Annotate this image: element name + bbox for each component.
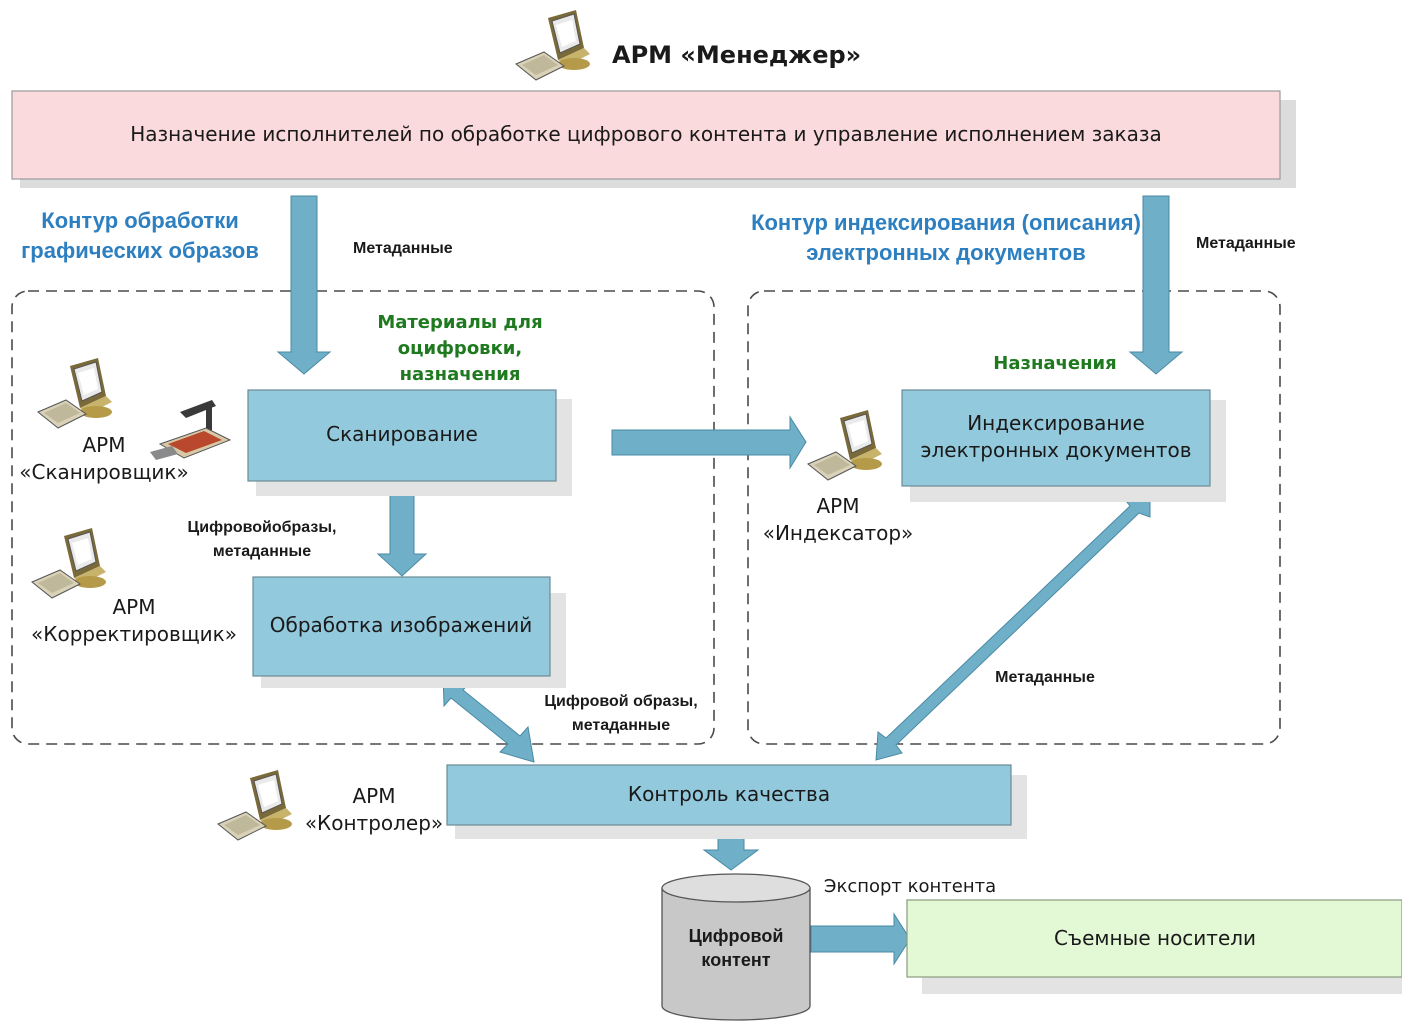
removable-media-label: Съемные носители <box>1054 926 1256 950</box>
digital-images2-label-2: метаданные <box>572 717 670 734</box>
export-label: Экспорт контента <box>824 876 996 897</box>
image-processing-box: Обработка изображений <box>252 576 566 688</box>
scanner-workstation: АРМ «Сканировщик» <box>19 357 232 484</box>
controller-ws-label-2: «Контролер» <box>305 811 443 835</box>
controller-ws-label-1: АРМ <box>353 784 396 808</box>
manager-banner: Назначение исполнителей по обработке циф… <box>11 90 1296 188</box>
indexing-box: Индексирование электронных документов <box>901 389 1226 502</box>
indexing-label-1: Индексирование <box>967 411 1145 435</box>
graphics-contour-frame <box>11 290 715 745</box>
removable-media-box: Съемные носители <box>906 899 1402 994</box>
corrector-ws-label-1: АРМ <box>113 595 156 619</box>
metadata-label-right: Метаданные <box>1196 235 1296 252</box>
digital-images-label-2: метаданные <box>213 543 311 560</box>
indexer-computer-icon <box>807 409 883 481</box>
digital-content-storage: Цифровой контент <box>661 873 811 1021</box>
materials-label-1: Материалы для <box>377 312 542 333</box>
digital-content-label-1: Цифровой <box>689 926 784 946</box>
arrow-manager-to-indexing <box>1128 195 1184 375</box>
corrector-workstation: АРМ «Корректировщик» <box>31 527 237 646</box>
arrow-manager-to-scanning <box>276 195 332 375</box>
indexer-workstation: АРМ «Индексатор» <box>763 409 914 545</box>
corrector-computer-icon <box>31 527 107 599</box>
manager-banner-text: Назначение исполнителей по обработке циф… <box>130 122 1162 146</box>
indexer-ws-label-1: АРМ <box>817 494 860 518</box>
assignments-label: Назначения <box>993 353 1116 374</box>
digital-images2-label-1: Цифровой образы, <box>544 693 697 710</box>
book-scanner-icon <box>150 400 232 460</box>
scanning-label: Сканирование <box>326 422 478 446</box>
indexer-ws-label-2: «Индексатор» <box>763 521 914 545</box>
indexing-contour-title-2: электронных документов <box>806 240 1086 265</box>
metadata-label-diagonal: Метаданные <box>995 669 1095 686</box>
digital-images-label-1: Цифровойобразы, <box>188 519 337 536</box>
scanner-ws-label-2: «Сканировщик» <box>19 460 188 484</box>
metadata-label-left: Метаданные <box>353 240 453 257</box>
graphics-contour-title-1: Контур обработки <box>41 208 238 233</box>
graphics-contour-title-2: графических образов <box>21 238 259 263</box>
arrow-scanning-to-indexing <box>611 415 807 470</box>
manager-computer-icon <box>515 9 591 81</box>
manager-header: АРМ «Менеджер» <box>515 9 861 81</box>
indexing-contour-title-1: Контур индексирования (описания) <box>751 210 1141 235</box>
scanning-box: Сканирование <box>247 389 572 496</box>
controller-computer-icon <box>217 769 293 841</box>
scanner-ws-label-1: АРМ <box>83 433 126 457</box>
materials-label-3: назначения <box>400 364 521 385</box>
quality-control-label: Контроль качества <box>628 782 830 806</box>
digital-content-label-2: контент <box>701 950 770 970</box>
materials-label-2: оцифровки, <box>398 338 523 359</box>
arrow-indexing-quality <box>875 485 1151 761</box>
image-processing-label: Обработка изображений <box>270 613 533 637</box>
quality-control-box: Контроль качества <box>446 764 1027 839</box>
corrector-ws-label-2: «Корректировщик» <box>31 622 237 646</box>
indexing-label-2: электронных документов <box>921 438 1192 462</box>
manager-title: АРМ «Менеджер» <box>612 41 861 69</box>
controller-workstation: АРМ «Контролер» <box>217 769 443 841</box>
scanner-computer-icon <box>37 357 113 429</box>
arrow-content-to-media <box>810 912 911 966</box>
